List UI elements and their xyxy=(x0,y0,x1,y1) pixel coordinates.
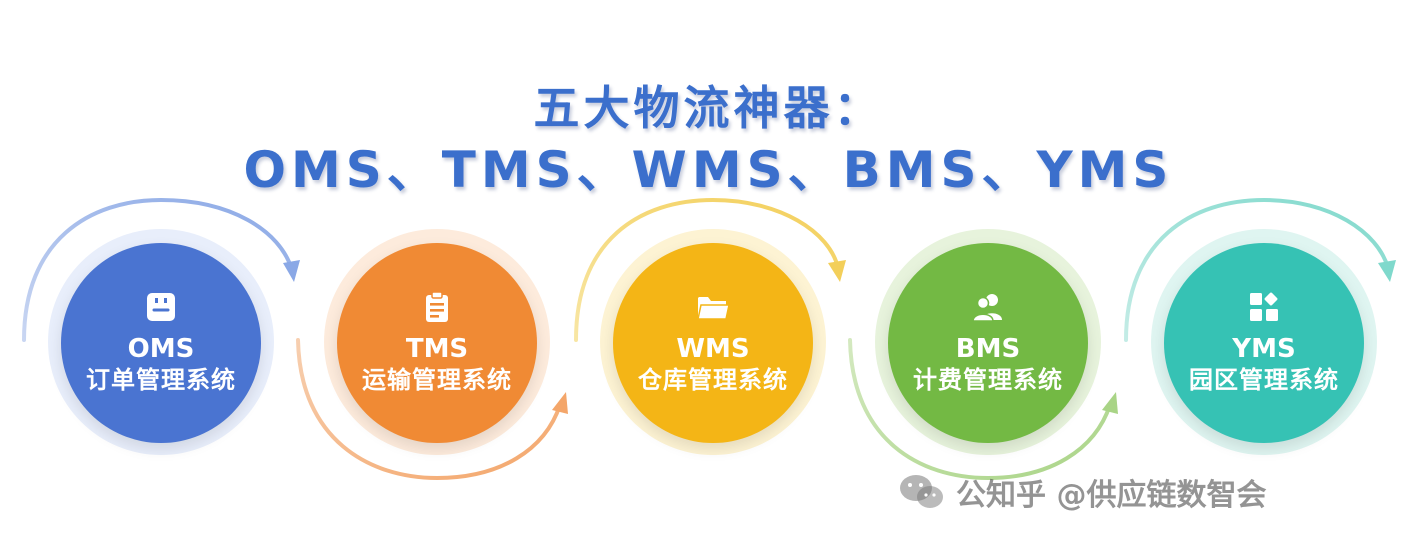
folder-icon xyxy=(697,297,730,320)
oms-code: OMS xyxy=(127,334,195,364)
bms-arrowhead xyxy=(1102,392,1118,414)
oms-name: 订单管理系统 xyxy=(86,366,236,394)
wms-arrowhead xyxy=(828,260,846,282)
yms-arc xyxy=(1124,197,1390,342)
apps-icon xyxy=(1250,292,1278,321)
yms-name: 园区管理系统 xyxy=(1189,366,1339,394)
tms-code: TMS xyxy=(405,334,469,364)
bms-circle: BMS 计费管理系统 xyxy=(888,243,1088,443)
page-subtitle: OMS、TMS、WMS、BMS、YMS xyxy=(243,141,1174,199)
tms-arrowhead xyxy=(552,392,568,414)
yms-arrowhead xyxy=(1378,260,1396,282)
bms-arc xyxy=(848,338,1112,481)
oms-circle: OMS 订单管理系统 xyxy=(61,243,261,443)
oms-arrowhead xyxy=(283,260,300,282)
page-title: 五大物流神器： xyxy=(533,81,884,135)
wms-name: 仓库管理系统 xyxy=(638,366,788,394)
wechat-icon xyxy=(900,475,943,508)
tms-circle: TMS 运输管理系统 xyxy=(337,243,537,443)
clipboard-icon xyxy=(426,291,448,322)
wms-arc xyxy=(574,197,840,342)
wms-code: WMS xyxy=(676,334,750,364)
wallet-icon xyxy=(147,293,175,321)
yms-code: YMS xyxy=(1232,334,1296,364)
bms-name: 计费管理系统 xyxy=(913,366,1063,394)
yms-circle: YMS 园区管理系统 xyxy=(1164,243,1364,443)
wms-circle: WMS 仓库管理系统 xyxy=(613,243,813,443)
users-icon xyxy=(972,294,1002,322)
watermark-text: 公知乎 @供应链数智会 xyxy=(956,478,1267,513)
bms-code: BMS xyxy=(955,334,1021,364)
oms-arc xyxy=(22,197,294,342)
tms-arc xyxy=(296,338,562,481)
watermark: 公知乎 @供应链数智会 xyxy=(898,470,1266,514)
tms-name: 运输管理系统 xyxy=(362,366,512,394)
